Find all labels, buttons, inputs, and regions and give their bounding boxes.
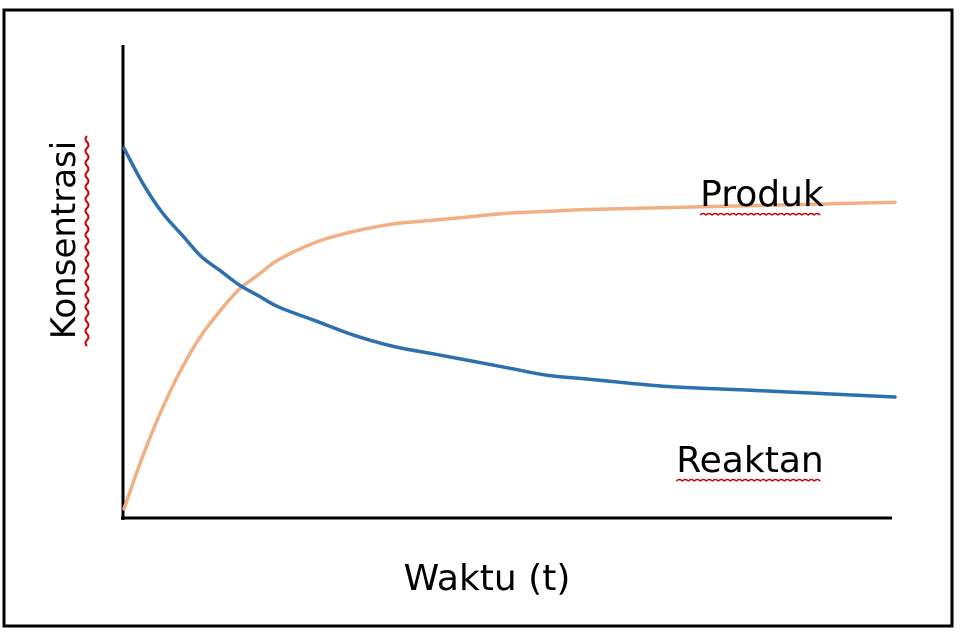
series-label-produk: Produk xyxy=(700,174,824,215)
series-label-reaktan: Reaktan xyxy=(676,440,823,481)
series-line-reaktan xyxy=(122,146,897,399)
series-label-spellcheck-underline xyxy=(699,212,821,216)
series-line-produk xyxy=(122,200,897,511)
label-layer: Reaktan Produk xyxy=(675,174,824,482)
y-label-spellcheck-underline xyxy=(84,135,90,347)
x-axis-label: Waktu (t) xyxy=(404,558,571,599)
series-label-spellcheck-underline xyxy=(675,478,821,482)
chart-border xyxy=(2,8,954,628)
y-axis-label: Konsentrasi xyxy=(44,141,84,339)
series-layer xyxy=(122,146,897,511)
